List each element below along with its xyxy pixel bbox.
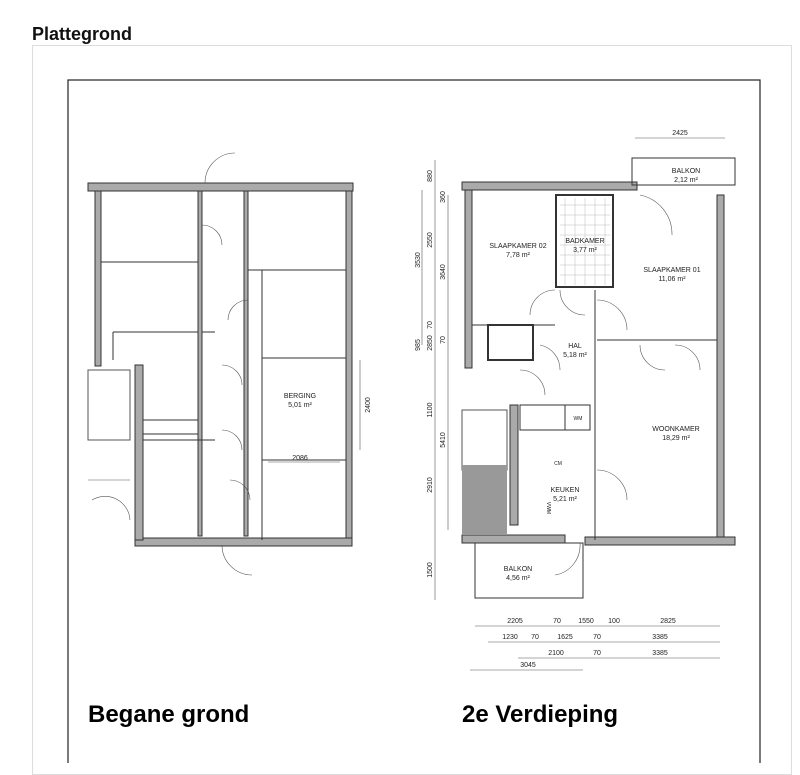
dim: 100 — [608, 618, 620, 625]
dim-70b: 70 — [440, 336, 447, 344]
room-area: 5,18 m² — [563, 352, 587, 359]
dim: 3045 — [520, 662, 536, 669]
room-area: 7,78 m² — [506, 252, 530, 259]
dim-360: 360 — [440, 191, 447, 203]
ground-floor-plan: 2400 2086 BERGING 5,01 m² — [87, 152, 372, 576]
section-title: Plattegrond — [32, 24, 133, 44]
second-floor-plan: 2425 880 360 3530 2550 3640 70 985 2850 … — [415, 130, 736, 671]
wm-label: WM — [574, 416, 583, 422]
dim-2086: 2086 — [292, 455, 308, 462]
room-area: 3,77 m² — [573, 247, 597, 254]
room-name: SLAAPKAMER 01 — [643, 267, 700, 274]
dim: 2205 — [507, 618, 523, 625]
dim: 2100 — [548, 650, 564, 657]
dim-985: 985 — [415, 339, 422, 351]
room-name: WOONKAMER — [652, 426, 699, 433]
dim-3530: 3530 — [415, 252, 422, 268]
room-name: BADKAMER — [565, 238, 604, 245]
dim: 2825 — [660, 618, 676, 625]
vwm-label: VWM — [545, 502, 551, 514]
room-area: 2,12 m² — [674, 177, 698, 184]
room-labels: SLAAPKAMER 02 7,78 m² BADKAMER 3,77 m² S… — [489, 168, 700, 582]
room-name: HAL — [568, 343, 582, 350]
room-area: 5,01 m² — [288, 402, 312, 409]
dim-880: 880 — [427, 170, 434, 182]
dim-2400: 2400 — [365, 397, 372, 413]
dim-5410: 5410 — [440, 432, 447, 448]
dim-1100: 1100 — [427, 402, 434, 417]
dim-2910: 2910 — [427, 477, 434, 493]
room-area: 5,21 m² — [553, 496, 577, 503]
drawing-border — [67, 79, 761, 763]
dim: 70 — [531, 634, 539, 641]
dim-1500: 1500 — [427, 562, 434, 578]
second-floor-title: 2e Verdieping — [462, 701, 618, 728]
dim-3640: 3640 — [440, 264, 447, 280]
dim: 1625 — [557, 634, 573, 641]
room-name: KEUKEN — [551, 487, 580, 494]
room-area: 18,29 m² — [662, 435, 690, 442]
room-area: 11,06 m² — [658, 276, 686, 283]
room-name: BERGING — [284, 393, 316, 400]
dim: 70 — [593, 650, 601, 657]
dim: 70 — [553, 618, 561, 625]
dim-70a: 70 — [427, 321, 434, 329]
dim: 1550 — [578, 618, 594, 625]
cm-label: CM — [554, 461, 562, 467]
room-name: BALKON — [672, 168, 700, 175]
dim-2850: 2850 — [427, 335, 434, 351]
room-name: BALKON — [504, 566, 532, 573]
ground-floor-title: Begane grond — [88, 701, 249, 728]
dim: 3385 — [652, 650, 668, 657]
dim-2550: 2550 — [427, 232, 434, 248]
dim: 70 — [593, 634, 601, 641]
room-name: SLAAPKAMER 02 — [489, 243, 546, 250]
dim: 1230 — [502, 634, 518, 641]
dim-top: 2425 — [672, 130, 688, 137]
dim: 3385 — [652, 634, 668, 641]
room-area: 4,56 m² — [506, 575, 530, 582]
